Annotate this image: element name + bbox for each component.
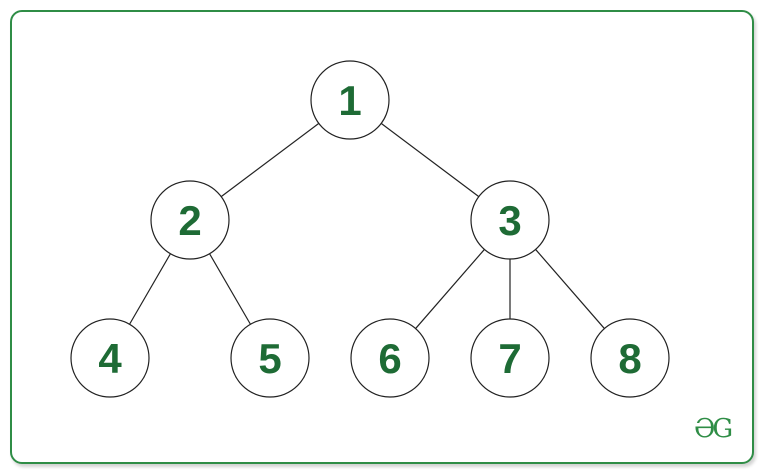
edges bbox=[129, 122, 605, 329]
edge-2-5 bbox=[209, 253, 251, 325]
tree-node-5: 5 bbox=[230, 318, 310, 398]
tree-node-3: 3 bbox=[470, 180, 550, 260]
edge-3-8 bbox=[535, 249, 605, 329]
node-label: 1 bbox=[338, 77, 361, 124]
node-circle bbox=[310, 60, 390, 140]
node-label: 6 bbox=[378, 335, 401, 382]
tree-node-2: 2 bbox=[150, 180, 230, 260]
tree-node-1: 1 bbox=[310, 60, 390, 140]
node-circle bbox=[70, 318, 150, 398]
edge-3-6 bbox=[415, 249, 485, 329]
tree-node-7: 7 bbox=[470, 318, 550, 398]
node-circle bbox=[230, 318, 310, 398]
node-label: 7 bbox=[498, 335, 521, 382]
node-circle bbox=[470, 318, 550, 398]
node-circle bbox=[350, 318, 430, 398]
node-label: 5 bbox=[258, 335, 281, 382]
edge-1-3 bbox=[380, 122, 480, 198]
node-circle bbox=[150, 180, 230, 260]
node-circle bbox=[470, 180, 550, 260]
edge-2-4 bbox=[129, 253, 171, 325]
node-label: 4 bbox=[98, 335, 122, 382]
node-label: 2 bbox=[178, 197, 201, 244]
node-label: 3 bbox=[498, 197, 521, 244]
tree-node-4: 4 bbox=[70, 318, 150, 398]
node-circle bbox=[590, 318, 670, 398]
tree-node-8: 8 bbox=[590, 318, 670, 398]
nodes: 1 2 3 4 5 6 7 8 bbox=[70, 60, 670, 398]
tree-node-6: 6 bbox=[350, 318, 430, 398]
node-label: 8 bbox=[618, 335, 641, 382]
gfg-logo: ƏG bbox=[694, 414, 733, 444]
edge-1-2 bbox=[220, 122, 320, 198]
